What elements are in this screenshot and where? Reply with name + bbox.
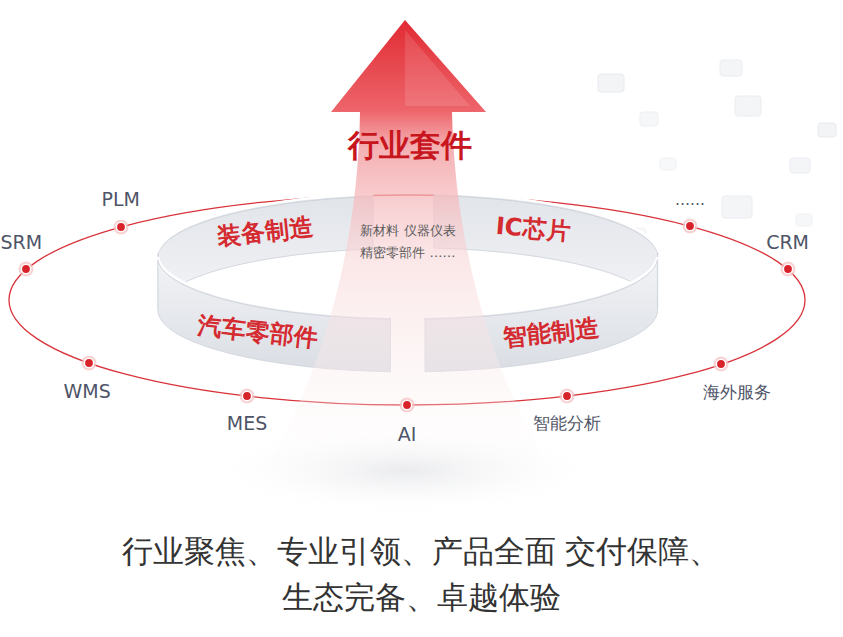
dot-halo (113, 220, 128, 235)
dot-halo (240, 389, 255, 404)
floating-tile (720, 60, 742, 76)
floating-tile (818, 123, 836, 137)
module-label: MES (227, 412, 267, 434)
dot-shape (113, 219, 129, 235)
module-dot: PLM (113, 219, 129, 235)
band-rim (158, 257, 390, 317)
module-label: WMS (64, 380, 111, 402)
floating-tile (598, 74, 624, 92)
module-label: CRM (766, 231, 809, 253)
band-rim (434, 193, 658, 252)
dot-halo (19, 262, 34, 277)
band-face (425, 257, 657, 372)
floating-tile (790, 158, 810, 173)
dot-core (242, 392, 251, 401)
module-dot: SRM (18, 261, 34, 277)
floating-tile (722, 196, 752, 218)
dot-halo (559, 389, 574, 404)
module-dot: MES (239, 388, 255, 404)
dot-core (85, 359, 94, 368)
dot-shape (239, 388, 255, 404)
floating-tiles (598, 60, 836, 252)
caption-text: 行业聚焦、专业引领、产品全面 交付保障、生态完备、卓越体验 (71, 528, 771, 620)
module-label: AI (398, 423, 417, 445)
dot-core (783, 265, 792, 274)
dot-shape (399, 397, 415, 413)
suite-title: 行业套件 (348, 125, 472, 167)
dot-shape (81, 355, 97, 371)
dot-shape (713, 356, 729, 372)
module-label: …… (675, 191, 705, 209)
module-label: PLM (101, 188, 139, 210)
dot-halo (780, 262, 795, 277)
band-rim-shadow (434, 196, 658, 255)
module-dot: AI (399, 397, 415, 413)
module-dot: 海外服务 (713, 356, 729, 372)
dot-shape (18, 261, 34, 277)
dot-core (717, 360, 726, 369)
industry-label: IC芯片 (494, 210, 571, 248)
band-rim-shadow (158, 196, 373, 255)
dot-shape (559, 388, 575, 404)
module-dot: …… (682, 218, 698, 234)
dot-halo (682, 219, 697, 234)
dot-shape (682, 218, 698, 234)
band-face (158, 257, 390, 372)
arrow-group (248, 20, 568, 495)
arrow-body (248, 20, 568, 495)
band-rim (425, 257, 657, 317)
dot-core (116, 222, 125, 231)
dot-halo (82, 356, 97, 371)
floating-tile (796, 214, 812, 226)
dot-core (685, 222, 694, 231)
module-label: 海外服务 (703, 381, 771, 404)
floating-tile (735, 96, 761, 116)
floating-tile (640, 112, 658, 126)
dot-core (402, 400, 411, 409)
module-label: 智能分析 (533, 412, 601, 435)
band-rim-shadow (425, 260, 657, 320)
band-rim (158, 194, 373, 253)
module-dot: WMS (81, 355, 97, 371)
module-dot: 智能分析 (559, 388, 575, 404)
dot-halo (400, 398, 415, 413)
suite-list: 新材料 仪器仪表 精密零部件 …… (360, 220, 456, 264)
module-label: SRM (1, 231, 43, 253)
band-rim-shadow (158, 260, 390, 320)
module-dot: CRM (780, 261, 796, 277)
dot-core (22, 265, 31, 274)
dot-core (562, 392, 571, 401)
arrow-highlight (405, 30, 470, 106)
dot-shape (780, 261, 796, 277)
floating-tile (660, 158, 676, 170)
dot-halo (714, 357, 729, 372)
